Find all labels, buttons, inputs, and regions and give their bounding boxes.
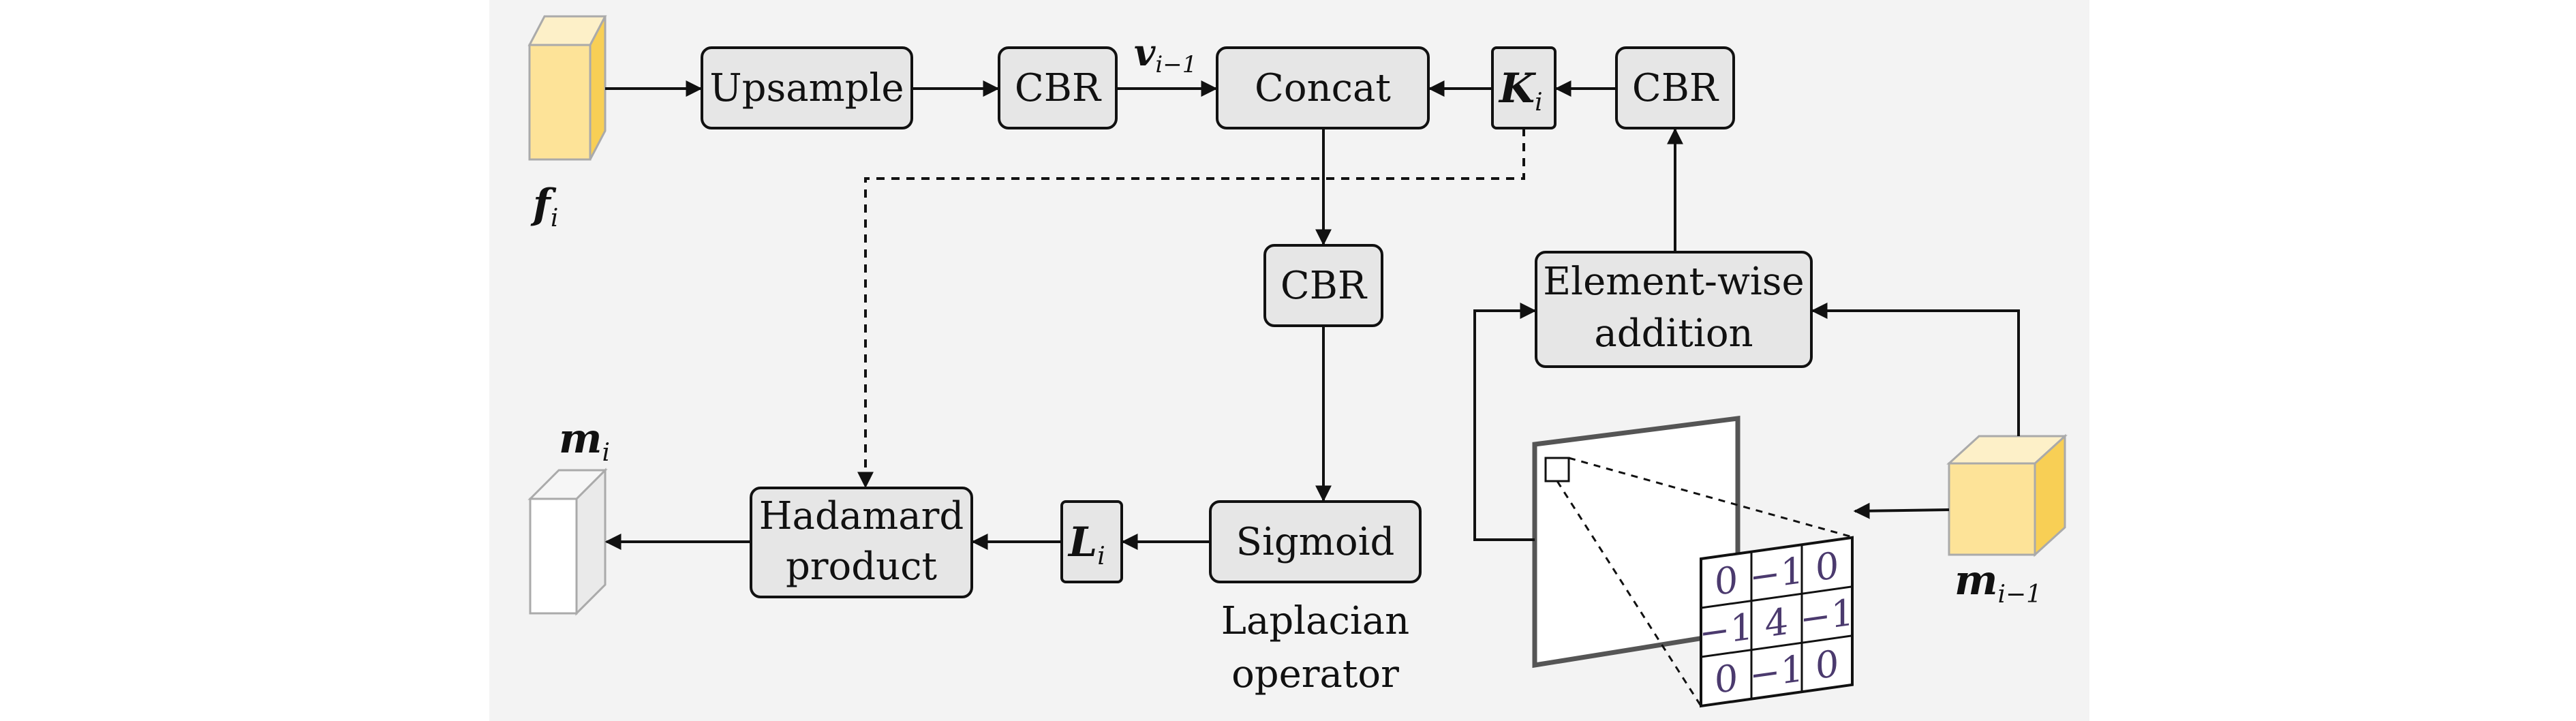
feature-cube-f bbox=[527, 15, 607, 161]
upsample-box: Upsample bbox=[701, 46, 913, 129]
arrows bbox=[604, 80, 2020, 550]
arrow-m-to-add bbox=[1811, 303, 2020, 436]
sigmoid-box: Sigmoid bbox=[1209, 500, 1422, 583]
laplacian-kernel-grid: 0 −1 0 −1 4 −1 0 −1 0 bbox=[1699, 536, 1854, 708]
cbr-box-right: CBR bbox=[1615, 46, 1735, 129]
kernel-cell: 0 bbox=[1715, 656, 1738, 703]
kernel-cell: −1 bbox=[1699, 604, 1753, 655]
laplacian-l-box: Li bbox=[1060, 500, 1123, 583]
input-cube-m-prev bbox=[1946, 433, 2068, 557]
label-m-prev: mi−1 bbox=[1954, 557, 2042, 609]
arrow-k-to-hadamard-dashed bbox=[857, 128, 1525, 489]
laplacian-caption-line2: operator bbox=[1231, 652, 1399, 696]
label-v: vi−1 bbox=[1134, 31, 1197, 78]
svg-text:Li: Li bbox=[1067, 519, 1105, 570]
svg-text:CBR: CBR bbox=[1015, 66, 1102, 110]
hadamard-product-box: Hadamard product bbox=[750, 487, 973, 598]
cbr-box-top: CBR bbox=[998, 46, 1118, 129]
kernel-k-box: Ki bbox=[1491, 46, 1557, 129]
svg-text:product: product bbox=[786, 544, 938, 589]
kernel-cell: −1 bbox=[1749, 647, 1804, 697]
svg-text:Sigmoid: Sigmoid bbox=[1236, 520, 1395, 564]
svg-text:Ki: Ki bbox=[1498, 65, 1543, 117]
label-f: fi bbox=[530, 181, 558, 232]
arrow-plane-to-add bbox=[1473, 303, 1537, 541]
cbr-box-middle: CBR bbox=[1263, 244, 1383, 327]
output-cube-m bbox=[527, 467, 608, 616]
kernel-cell: 0 bbox=[1715, 558, 1738, 604]
laplacian-caption-line1: Laplacian bbox=[1221, 599, 1409, 643]
svg-text:Element-wise: Element-wise bbox=[1543, 260, 1804, 304]
svg-text:CBR: CBR bbox=[1281, 264, 1368, 308]
label-m-output: mi bbox=[559, 415, 610, 467]
arrow-m-to-plane bbox=[1853, 502, 1950, 519]
svg-text:Concat: Concat bbox=[1255, 66, 1391, 110]
kernel-cell: 4 bbox=[1765, 600, 1788, 646]
kernel-cell: −1 bbox=[1749, 549, 1804, 599]
kernel-cell: −1 bbox=[1800, 591, 1854, 641]
elementwise-addition-box: Element-wise addition bbox=[1535, 251, 1813, 368]
kernel-cell: 0 bbox=[1815, 544, 1839, 590]
svg-text:Hadamard: Hadamard bbox=[759, 494, 964, 538]
projection-lines bbox=[1556, 457, 1853, 707]
svg-text:addition: addition bbox=[1594, 311, 1753, 356]
concat-box: Concat bbox=[1216, 46, 1430, 129]
svg-text:CBR: CBR bbox=[1632, 66, 1719, 110]
kernel-cell: 0 bbox=[1815, 642, 1839, 688]
svg-text:Upsample: Upsample bbox=[709, 66, 904, 110]
